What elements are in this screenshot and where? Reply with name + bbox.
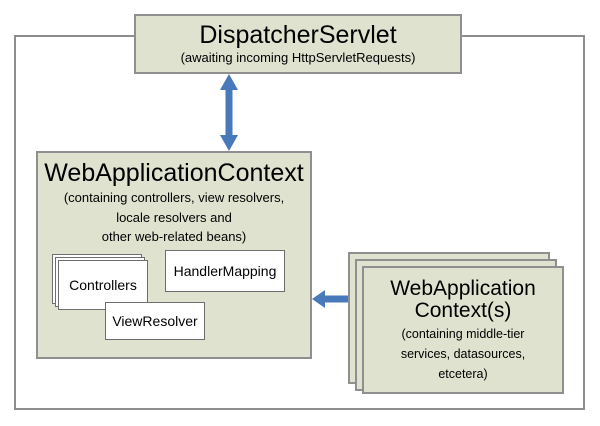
dispatcher-servlet-subtitle: (awaiting incoming HttpServletRequests) <box>180 50 416 66</box>
root-application-contexts-subtitle-line2: services, datasources, <box>400 347 526 362</box>
controllers-box[interactable]: Controllers <box>58 260 148 310</box>
root-application-contexts-title-line1: WebApplication <box>390 277 536 301</box>
web-application-context-subtitle-line2: locale resolvers and <box>116 209 232 225</box>
web-application-context-title: WebApplicationContext <box>44 159 304 187</box>
handler-mapping-label: HandlerMapping <box>173 263 277 279</box>
arrow-dispatcher-to-web-context <box>218 74 240 151</box>
dispatcher-servlet-box[interactable]: DispatcherServlet (awaiting incoming Htt… <box>134 14 462 74</box>
view-resolver-box[interactable]: ViewResolver <box>105 302 205 340</box>
web-application-context-subtitle-line3: other web-related beans) <box>101 228 247 244</box>
arrow-web-context-to-root-contexts <box>312 288 366 310</box>
root-application-contexts-subtitle-line1: (containing middle-tier <box>401 327 525 342</box>
root-application-contexts-title-line2: Context(s) <box>414 299 512 323</box>
handler-mapping-box[interactable]: HandlerMapping <box>165 250 285 292</box>
root-application-contexts-box[interactable]: WebApplication Context(s) (containing mi… <box>362 266 564 394</box>
root-application-contexts-subtitle-line3: etcetera) <box>438 366 488 381</box>
dispatcher-servlet-title: DispatcherServlet <box>199 21 397 50</box>
web-application-context-subtitle-line1: (containing controllers, view resolvers, <box>63 190 285 206</box>
controllers-label: Controllers <box>69 277 137 293</box>
view-resolver-label: ViewResolver <box>112 313 198 329</box>
